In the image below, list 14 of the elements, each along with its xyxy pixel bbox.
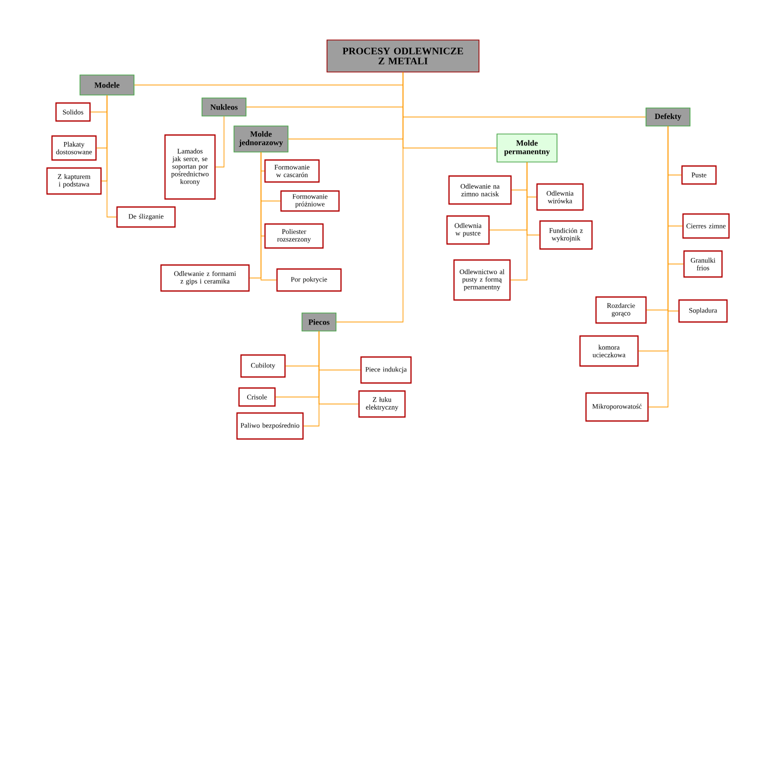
connector-line bbox=[260, 152, 277, 280]
title-box: PROCESY ODLEWNICZE Z METALI bbox=[326, 40, 480, 72]
category-box: Molde jednorazowy bbox=[234, 126, 288, 152]
connector-line bbox=[648, 126, 668, 408]
connector-line bbox=[336, 72, 404, 322]
category-box: Modele bbox=[80, 74, 134, 96]
category-box: Defekty bbox=[646, 108, 690, 126]
connector-line bbox=[303, 331, 320, 426]
category-box: Piecos bbox=[302, 312, 336, 332]
category-box: Nukleos bbox=[202, 98, 246, 116]
connector-line bbox=[215, 116, 224, 168]
connector-line bbox=[510, 162, 528, 280]
category-box: Molde permanentny bbox=[496, 134, 558, 162]
connector-line bbox=[106, 95, 117, 218]
